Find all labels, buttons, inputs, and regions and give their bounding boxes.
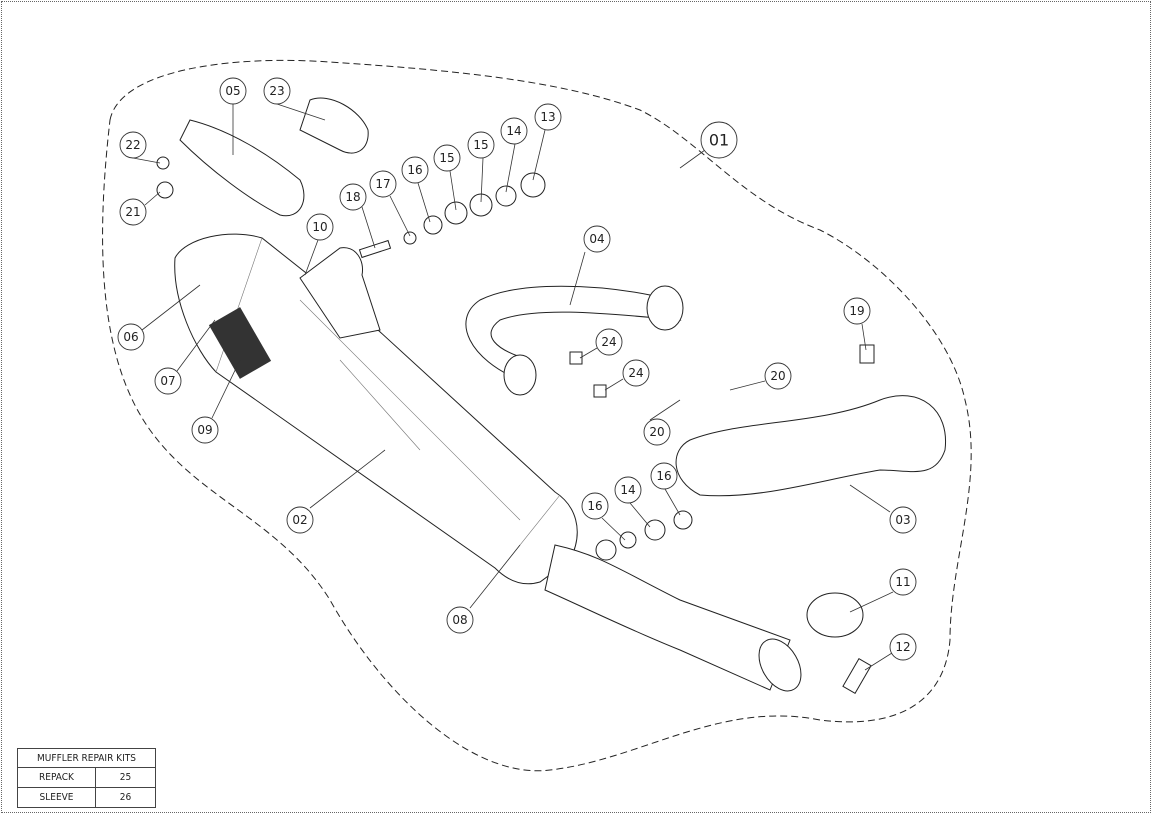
tip-05 — [179, 119, 305, 217]
callout-23: 23 — [263, 77, 291, 105]
svg-text:22: 22 — [125, 138, 140, 152]
svg-text:20: 20 — [649, 425, 664, 439]
callout-10: 10 — [306, 213, 334, 241]
callout-03: 03 — [889, 506, 917, 534]
svg-text:03: 03 — [895, 513, 910, 527]
callout-20: 20 — [764, 362, 792, 390]
svg-text:10: 10 — [312, 220, 327, 234]
callout-07: 07 — [154, 367, 182, 395]
kit-number: 26 — [95, 787, 156, 808]
svg-text:06: 06 — [123, 330, 138, 344]
svg-text:18: 18 — [345, 190, 360, 204]
callout-19: 19 — [843, 297, 871, 325]
svg-text:24: 24 — [601, 335, 616, 349]
callout-08: 08 — [446, 606, 474, 634]
svg-text:23: 23 — [269, 84, 284, 98]
link-pipe — [544, 544, 791, 691]
svg-text:16: 16 — [587, 499, 602, 513]
kit-name: SLEEVE — [17, 787, 96, 808]
header-pipe-03 — [675, 395, 947, 497]
callout-14: 14 — [500, 117, 528, 145]
svg-text:14: 14 — [506, 124, 521, 138]
svg-text:15: 15 — [439, 151, 454, 165]
callout-16: 16 — [650, 462, 678, 490]
callout-09: 09 — [191, 416, 219, 444]
callout-16: 16 — [401, 156, 429, 184]
callout-13: 13 — [534, 103, 562, 131]
table-row: REPACK 25 — [17, 767, 156, 788]
leader-lines — [132, 103, 894, 671]
small-parts — [156, 156, 875, 695]
svg-text:15: 15 — [473, 138, 488, 152]
table-row: SLEEVE 26 — [17, 787, 156, 808]
svg-text:12: 12 — [895, 640, 910, 654]
muffler-part — [174, 233, 578, 585]
svg-text:09: 09 — [197, 423, 212, 437]
svg-text:17: 17 — [375, 177, 390, 191]
callout-16: 16 — [581, 492, 609, 520]
svg-text:01: 01 — [709, 131, 729, 150]
svg-text:02: 02 — [292, 513, 307, 527]
callout-15: 15 — [467, 131, 495, 159]
svg-text:08: 08 — [452, 613, 467, 627]
callout-24: 24 — [595, 328, 623, 356]
svg-text:04: 04 — [589, 232, 604, 246]
callout-labels: 01 02 03 04 05 06 07 08 09 10 11 12 13 1… — [117, 77, 917, 661]
svg-text:16: 16 — [656, 469, 671, 483]
callout-12: 12 — [889, 633, 917, 661]
callout-05: 05 — [219, 77, 247, 105]
callout-06: 06 — [117, 323, 145, 351]
svg-text:11: 11 — [895, 575, 910, 589]
table-title: MUFFLER REPAIR KITS — [17, 748, 156, 768]
svg-text:14: 14 — [620, 483, 635, 497]
cap-23 — [299, 97, 369, 154]
svg-text:07: 07 — [160, 374, 175, 388]
logo-badge — [208, 307, 272, 379]
kit-number: 25 — [95, 767, 156, 788]
svg-text:13: 13 — [540, 110, 555, 124]
callout-21: 21 — [119, 198, 147, 226]
svg-text:16: 16 — [407, 163, 422, 177]
callout-14: 14 — [614, 476, 642, 504]
svg-text:19: 19 — [849, 304, 864, 318]
kit-name: REPACK — [17, 767, 96, 788]
svg-text:21: 21 — [125, 205, 140, 219]
mount-bracket — [299, 247, 381, 339]
callout-18: 18 — [339, 183, 367, 211]
callout-24: 24 — [622, 359, 650, 387]
callout-15: 15 — [433, 144, 461, 172]
callout-17: 17 — [369, 170, 397, 198]
callout-02: 02 — [286, 506, 314, 534]
callout-22: 22 — [119, 131, 147, 159]
svg-text:24: 24 — [628, 366, 643, 380]
callout-01: 01 — [700, 121, 738, 159]
callout-04: 04 — [583, 225, 611, 253]
callout-20: 20 — [643, 418, 671, 446]
svg-text:20: 20 — [770, 369, 785, 383]
svg-text:05: 05 — [225, 84, 240, 98]
muffler-repair-kits-table: MUFFLER REPAIR KITS REPACK 25 SLEEVE 26 — [17, 748, 156, 808]
callout-11: 11 — [889, 568, 917, 596]
kit-boundary — [102, 59, 972, 772]
